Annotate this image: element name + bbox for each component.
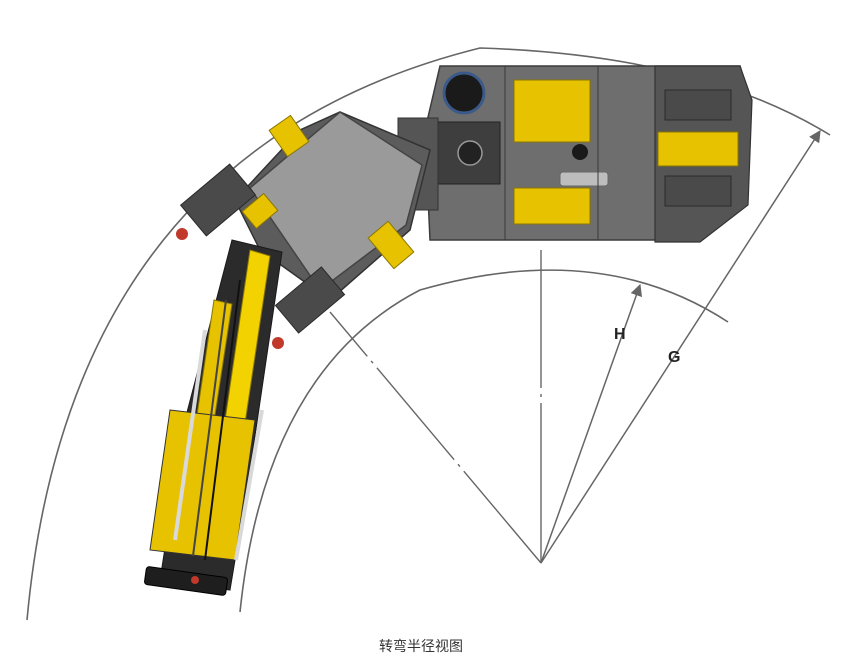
inner-arc xyxy=(239,269,729,613)
radius-h-line xyxy=(540,283,643,564)
drill-boom xyxy=(144,239,283,596)
rear-chassis xyxy=(424,65,753,243)
radius-g-line xyxy=(540,129,821,564)
front-chassis xyxy=(176,111,431,349)
diagram-caption: 转弯半径视图 xyxy=(379,639,463,655)
center-line-diagonal xyxy=(329,311,542,564)
label-h: H xyxy=(614,326,626,343)
label-g: G xyxy=(668,349,680,366)
